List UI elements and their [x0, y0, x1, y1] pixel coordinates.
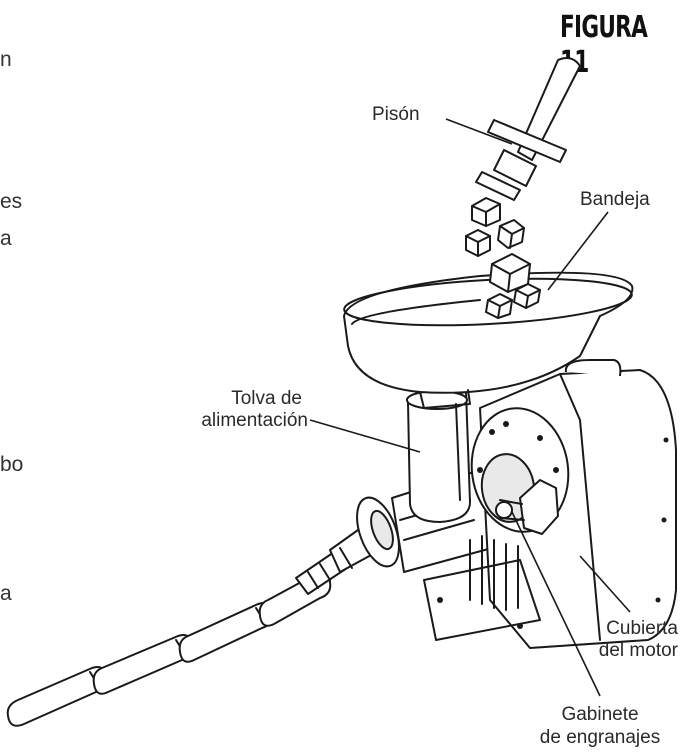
- tamper: [475, 57, 581, 201]
- label-gear-housing-1: Gabinete: [561, 704, 639, 725]
- leader-lines: [309, 118, 631, 697]
- label-tray: Bandeja: [580, 189, 650, 210]
- feed-tube: [406, 390, 471, 523]
- label-motor-cover-2: del motor: [598, 640, 678, 661]
- sausage-chain: [6, 547, 351, 727]
- label-tamper: Pisón: [372, 104, 420, 125]
- knob: [495, 479, 559, 535]
- meat-pieces: [465, 197, 541, 319]
- tray: [343, 271, 634, 409]
- label-gear-housing-2: de engranajes: [539, 727, 661, 748]
- edge-text-3: bo: [0, 453, 24, 476]
- label-feed-tube-2: alimentación: [201, 410, 308, 431]
- label-motor-cover-1: Cubierta: [606, 618, 678, 639]
- edge-text-4: a: [0, 582, 12, 605]
- edge-text-1: es: [0, 190, 23, 213]
- edge-text-2: a: [0, 227, 12, 250]
- figure-title: FIGURA 11: [560, 10, 648, 80]
- label-feed-tube-1: Tolva de: [231, 388, 302, 409]
- edge-text-top: n: [0, 48, 12, 71]
